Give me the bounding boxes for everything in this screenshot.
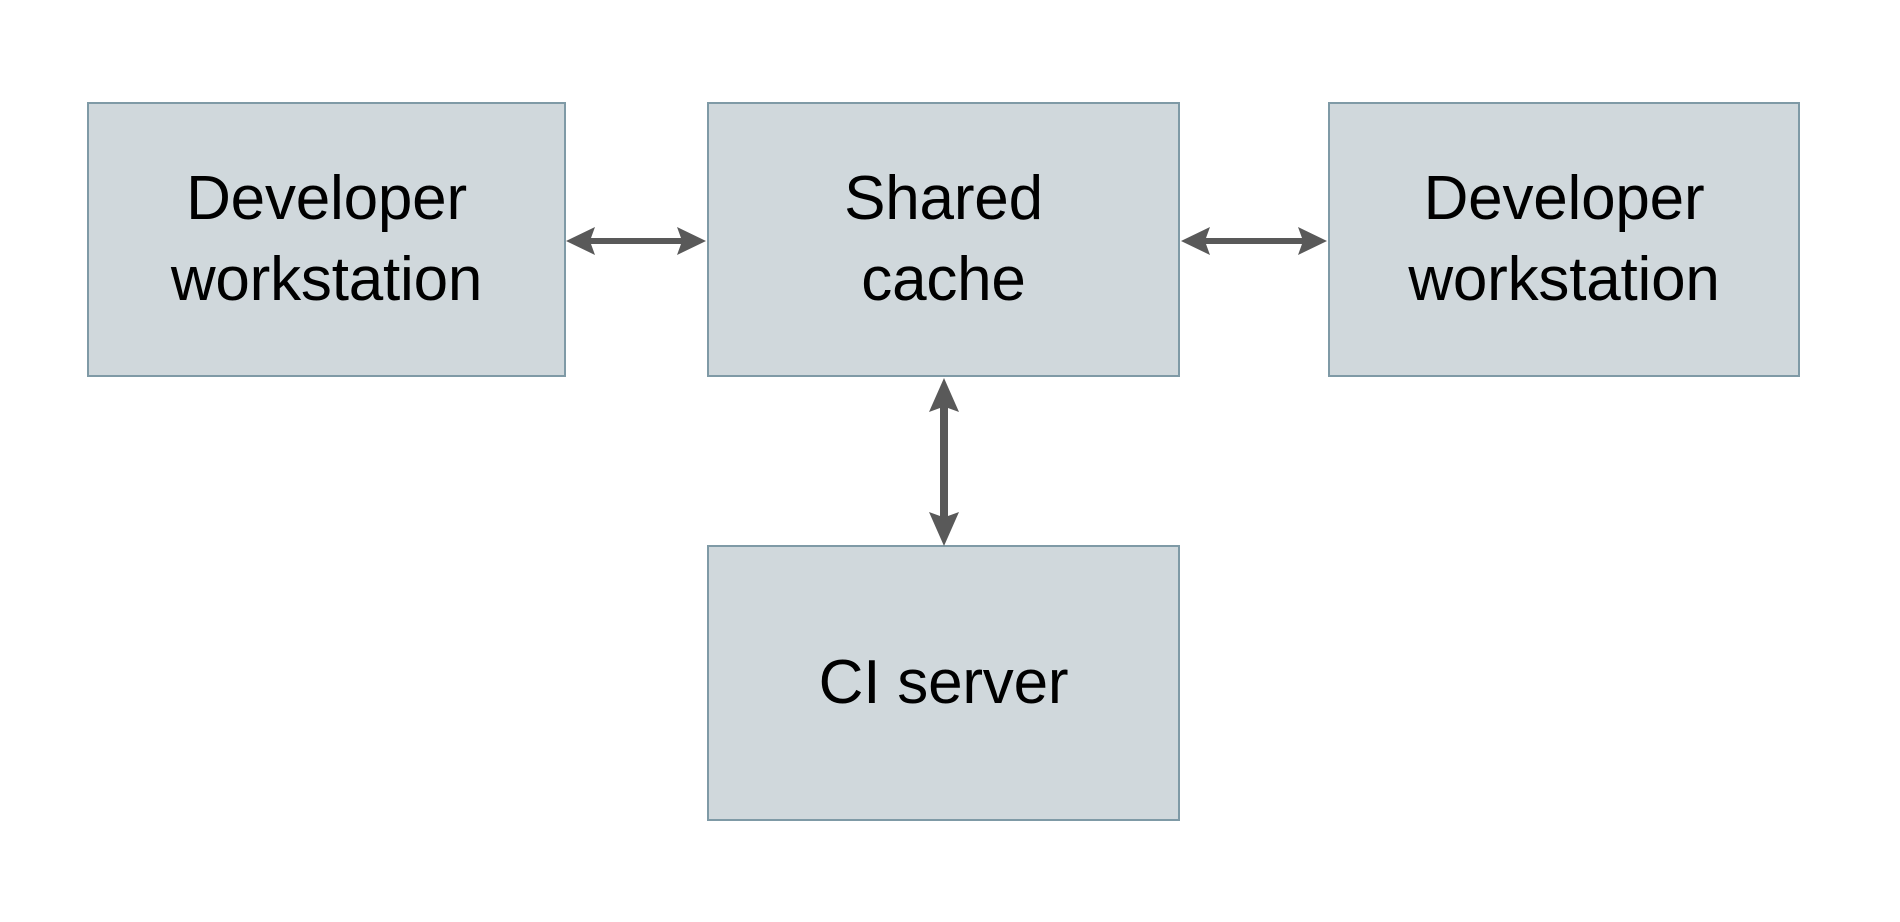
node-developer-workstation-right[interactable]: Developer workstation xyxy=(1328,102,1800,377)
node-label-developer-workstation-right: Developer workstation xyxy=(1408,163,1720,314)
connector-shared-cache-to-ci-server xyxy=(929,378,959,546)
double-arrow-icon-horizontal-left xyxy=(566,227,706,255)
connector-dev-left-to-shared-cache xyxy=(566,227,706,255)
connector-shared-cache-to-dev-right xyxy=(1181,227,1327,255)
node-ci-server[interactable]: CI server xyxy=(707,545,1180,821)
node-label-shared-cache: Shared cache xyxy=(844,163,1043,314)
node-label-ci-server: CI server xyxy=(818,647,1069,717)
double-arrow-icon-vertical xyxy=(929,378,959,546)
node-label-developer-workstation-left: Developer workstation xyxy=(170,163,483,314)
node-developer-workstation-left[interactable]: Developer workstation xyxy=(87,102,566,377)
double-arrow-icon-horizontal-right xyxy=(1181,227,1327,255)
node-shared-cache[interactable]: Shared cache xyxy=(707,102,1180,377)
